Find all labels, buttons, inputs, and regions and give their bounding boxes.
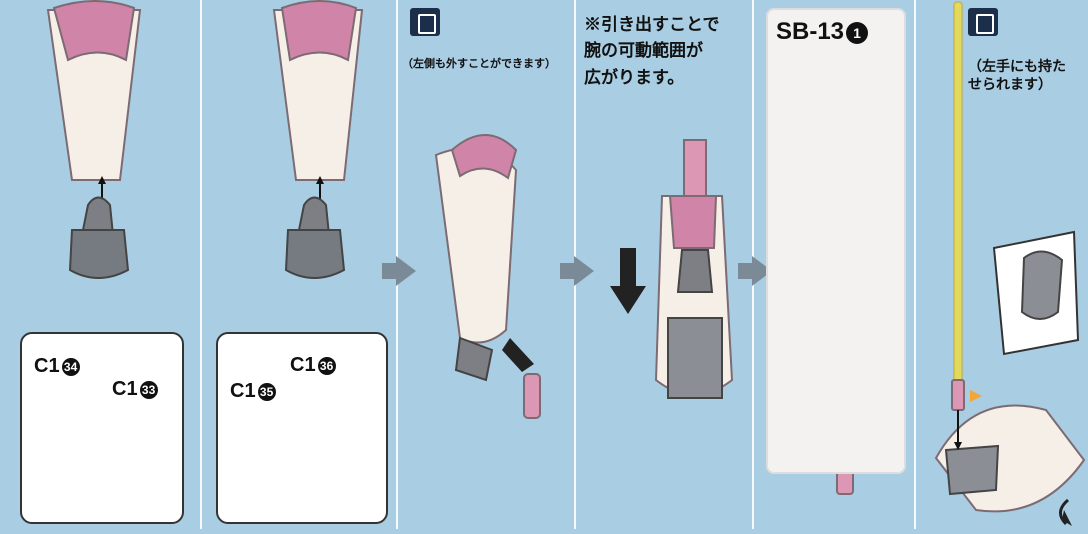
note-left-hand-hold: （左手にも持た せられます） bbox=[968, 58, 1066, 93]
note-extend-range: ※引き出すことで 腕の可動範囲が 広がります。 bbox=[584, 12, 720, 91]
panel3-illustration bbox=[398, 0, 574, 529]
note-left-side-removable: （左側も外すことができます） bbox=[402, 58, 556, 71]
panel-6: （左手にも持た せられます） bbox=[916, 0, 1088, 529]
hand-icon bbox=[968, 8, 998, 36]
panel-3: （左側も外すことができます） bbox=[398, 0, 574, 529]
sb13-card bbox=[766, 8, 906, 474]
panel-4: ※引き出すことで 腕の可動範囲が 広がります。 bbox=[576, 0, 752, 529]
separate-icon bbox=[410, 8, 440, 36]
